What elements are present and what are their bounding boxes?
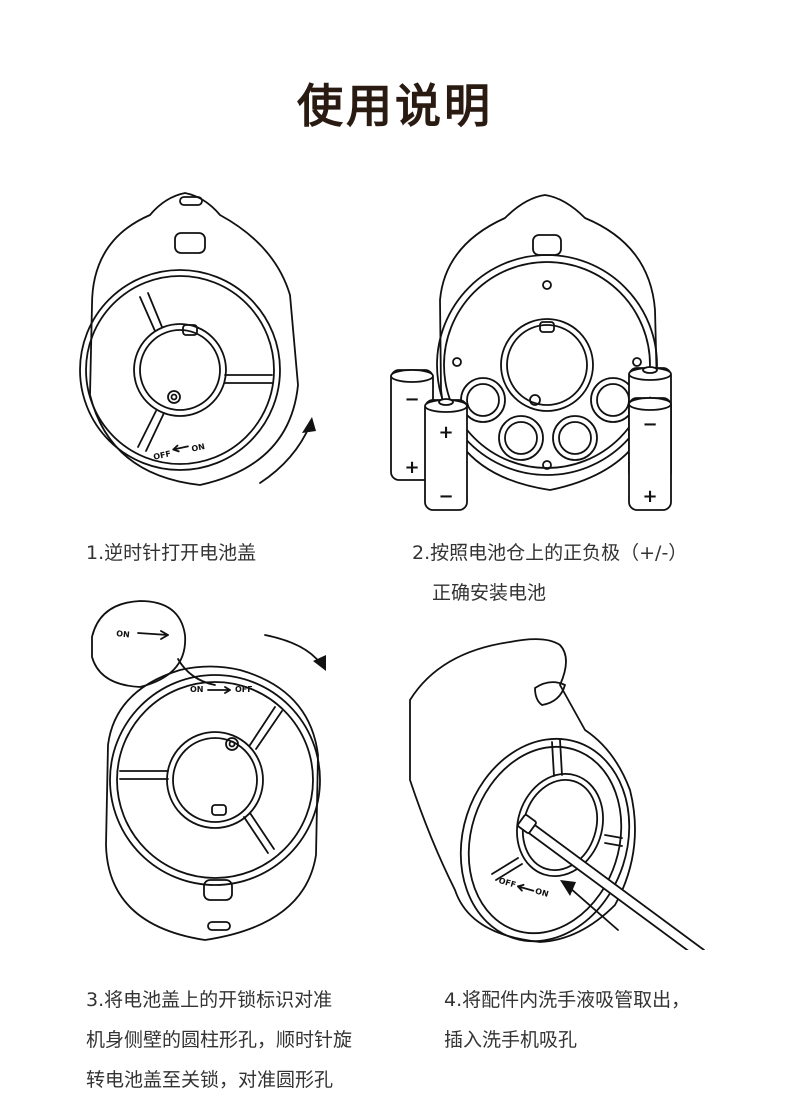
illustration-open-cover: OFF ON (70, 185, 330, 505)
plus-sign: + (404, 457, 419, 478)
illustration-close-cover: ON ON OFF (80, 595, 350, 955)
plus-sign: + (642, 486, 657, 507)
illustration-install-batteries: − + + − + − − + (385, 190, 715, 520)
on-mark: ON (191, 442, 206, 454)
step-3-caption: 3.将电池盖上的开锁标识对准 机身侧壁的圆柱形孔，顺时针旋 转电池盖至关锁，对准… (86, 989, 353, 1091)
illustration-insert-tube: OFF ON (400, 630, 720, 950)
step-4-caption: 4.将配件内洗手液吸管取出， 插入洗手机吸孔 (444, 989, 691, 1051)
page-title: 使用说明 (297, 79, 493, 133)
minus-sign: − (438, 486, 453, 507)
step-2-caption: 2.按照电池仓上的正负极（+/-） 正确安装电池 (412, 542, 688, 604)
on-mark: ON (534, 886, 549, 898)
minus-sign: − (404, 389, 419, 410)
plus-sign: + (438, 422, 453, 443)
off-mark: OFF (153, 449, 172, 461)
off-mark: OFF (498, 876, 518, 890)
off-mark: OFF (235, 685, 253, 694)
minus-sign: − (642, 414, 657, 435)
on-mark: ON (190, 685, 204, 694)
step-1-caption: 1.逆时针打开电池盖 (86, 542, 257, 564)
inset-on-mark: ON (116, 629, 130, 639)
